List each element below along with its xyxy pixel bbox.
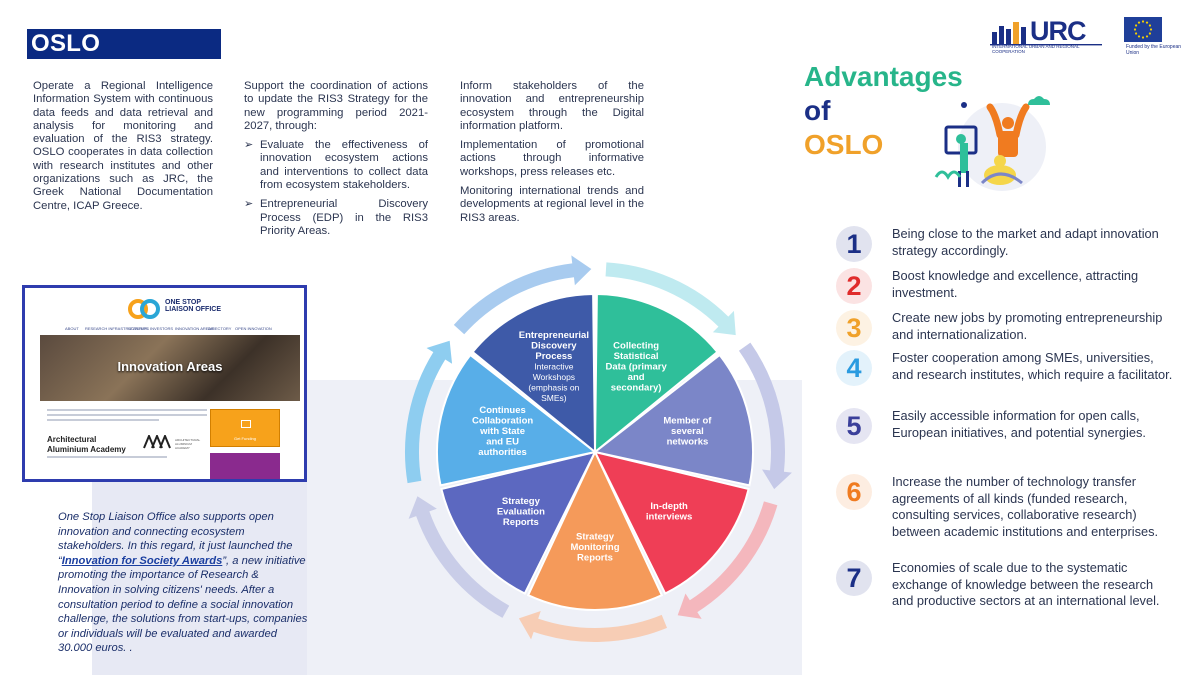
- academy-title: Architectural Aluminium Academy: [47, 435, 126, 454]
- service-text: Support the coordination of actions to u…: [244, 80, 428, 132]
- arrow-bullet-icon: ➢: [244, 198, 254, 211]
- cycle-arrow-icon: [453, 255, 592, 335]
- eu-star-icon: [1133, 28, 1137, 31]
- hero-title: Innovation Areas: [117, 359, 223, 374]
- eu-star-icon: [1137, 35, 1141, 38]
- website-nav-item: DIRECTORY: [208, 326, 232, 331]
- advantage-text: Increase the number of technology transf…: [892, 474, 1159, 539]
- page-title: OSLO SERVICES: [27, 29, 221, 87]
- website-paragraph: [47, 409, 207, 427]
- cycle-arrow-icon: [605, 262, 736, 336]
- website-nav-item: RESEARCH INFRASTRUCTURES: [85, 326, 148, 331]
- academy-logo-caption: ARCHITECTURAL ALUMINIUM ACADEMY: [175, 438, 201, 450]
- eu-star-icon: [1134, 24, 1138, 27]
- eu-star-icon: [1134, 32, 1138, 35]
- website-nav-item: STARTUPS: [128, 326, 149, 331]
- website-nav-item: ABOUT: [65, 326, 79, 331]
- advantage-text: Economies of scale due to the systematic…: [892, 560, 1160, 608]
- service-column-3: Inform stakeholders of the innovation an…: [460, 80, 644, 231]
- advantage-text: Being close to the market and adapt inno…: [892, 226, 1159, 258]
- eu-star-icon: [1145, 35, 1149, 38]
- oslo-description: One Stop Liaison Office also supports op…: [58, 511, 308, 655]
- service-bullets: ➢Evaluate the effectiveness of innovatio…: [244, 139, 428, 238]
- cycle-segment: [592, 353, 754, 487]
- advantage-text: Foster cooperation among SMEs, universit…: [892, 350, 1173, 382]
- people-illustration-icon: [934, 96, 1050, 191]
- cycle-arrow-icon: [738, 342, 792, 490]
- service-text: Implementation of promotional actions th…: [460, 139, 644, 178]
- service-text: Inform stakeholders of the innovation an…: [460, 80, 644, 132]
- cycle-arrow-icon: [518, 611, 668, 642]
- website-text-line: [47, 456, 167, 458]
- urc-logo-text: URC: [1030, 16, 1086, 46]
- background-panel-small: [92, 478, 307, 675]
- cycle-segment: [593, 450, 750, 595]
- cycle-segment: [471, 292, 597, 455]
- urc-logo-subtitle: INTERNATIONAL URBAN AND REGIONAL COOPERA…: [992, 44, 1080, 54]
- cycle-arrow-icon: [408, 496, 510, 618]
- bullet-item: ➢Evaluate the effectiveness of innovatio…: [244, 139, 428, 192]
- innovation-awards-link[interactable]: Innovation for Society Awards: [61, 554, 223, 567]
- oslo-logo-icon: [128, 299, 160, 319]
- eu-star-icon: [1148, 24, 1152, 27]
- eu-star-icon: [1149, 28, 1153, 31]
- service-column-1: Operate a Regional Intelligence Informat…: [33, 80, 213, 219]
- service-text: Operate a Regional Intelligence Informat…: [33, 80, 213, 212]
- cycle-arrow-icon: [677, 501, 778, 619]
- cycle-segment: [440, 450, 597, 595]
- funding-icon: [241, 420, 251, 428]
- advantage-number: 6: [836, 474, 872, 510]
- website-logo-text: ONE STOP LIAISON OFFICE: [165, 299, 221, 313]
- cycle-segment: [526, 449, 664, 611]
- service-text: Monitoring international trends and deve…: [460, 185, 644, 224]
- academy-logo-icon: [143, 435, 171, 449]
- website-nav-item: OPEN INNOVATION: [235, 326, 272, 331]
- advantage-number: 2: [836, 268, 872, 304]
- cycle-arrow-icon: [405, 340, 453, 484]
- eu-star-icon: [1148, 32, 1152, 35]
- advantage-number: 7: [836, 560, 872, 596]
- website-screenshot: ONE STOP LIAISON OFFICE ABOUT RESEARCH IN…: [22, 285, 307, 482]
- advantage-number: 5: [836, 408, 872, 444]
- website-header: ONE STOP LIAISON OFFICE: [25, 288, 304, 324]
- website-nav-item: INNOVATION AREAS: [175, 326, 214, 331]
- advantage-number: 1: [836, 226, 872, 262]
- cycle-segment: [436, 353, 598, 487]
- advantage-number: 3: [836, 310, 872, 346]
- get-funding-card: Get Funding: [210, 409, 280, 447]
- eu-star-icon: [1141, 36, 1145, 39]
- eu-star-icon: [1145, 21, 1149, 24]
- arrow-bullet-icon: ➢: [244, 139, 254, 152]
- bullet-item: ➢Entrepreneurial Discovery Process (EDP)…: [244, 198, 428, 237]
- advantage-text: Create new jobs by promoting entrepreneu…: [892, 310, 1163, 342]
- advantage-number: 4: [836, 350, 872, 386]
- urc-logo-icon: [990, 22, 1102, 46]
- advantage-text: Easily accessible information for open c…: [892, 408, 1146, 440]
- service-column-2: Support the coordination of actions to u…: [244, 80, 428, 244]
- eu-funding-caption: Funded by the European Union: [1126, 44, 1182, 56]
- eu-star-icon: [1137, 21, 1141, 24]
- cycle-segment: [593, 292, 719, 455]
- eu-flag-icon: [1124, 17, 1162, 42]
- advantages-heading: Advantages of OSLO: [804, 61, 963, 160]
- website-nav-item: INVESTORS: [150, 326, 174, 331]
- eu-star-icon: [1141, 20, 1145, 23]
- advantage-text: Boost knowledge and excellence, attracti…: [892, 268, 1139, 300]
- purple-card: [210, 453, 280, 479]
- website-hero: Innovation Areas: [40, 335, 300, 401]
